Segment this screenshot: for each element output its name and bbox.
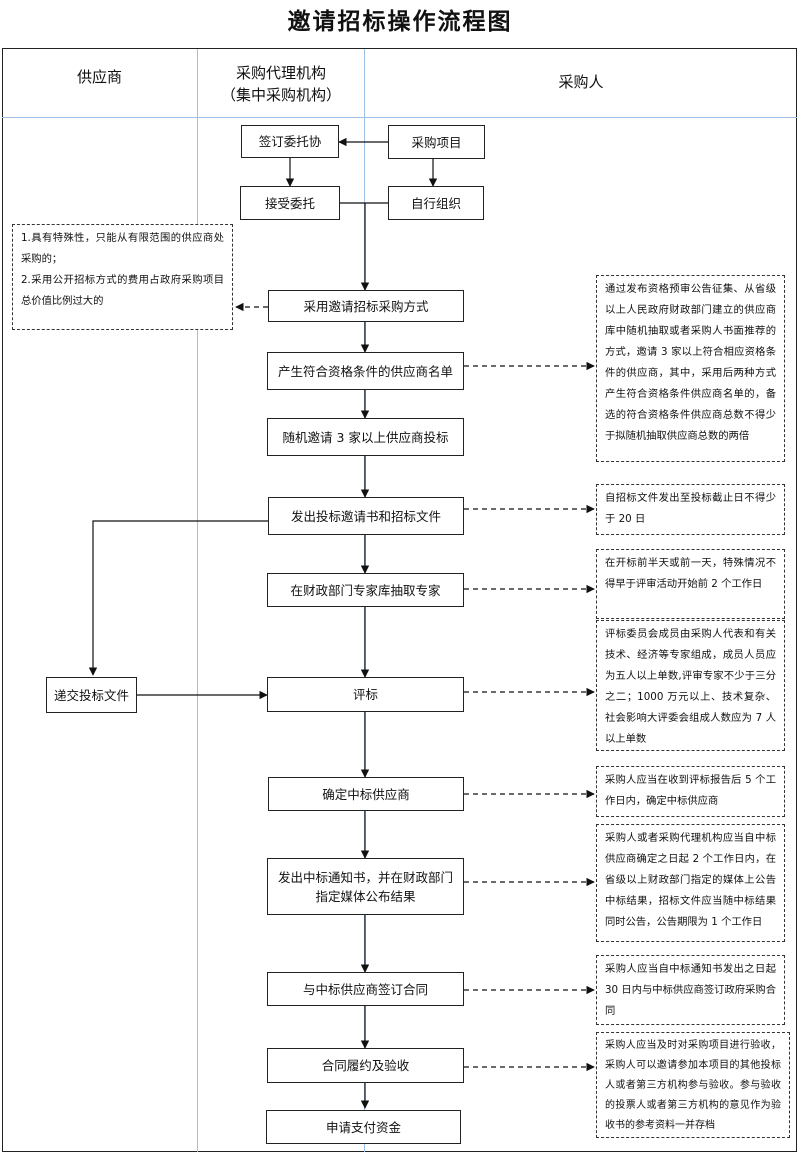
box-determine-winner-label: 确定中标供应商 [322, 786, 410, 802]
note-announce: 采购人或者采购代理机构应当自中标供应商确定之日起 2 个工作日内，在省级以上财政… [596, 824, 785, 942]
box-accept-commission: 接受委托 [240, 186, 340, 220]
box-qualified-list-label: 产生符合资格条件的供应商名单 [277, 363, 453, 379]
box-random-invite-label: 随机邀请 3 家以上供应商投标 [282, 429, 449, 445]
note-expert-timing: 在开标前半天或前一天，特殊情况不得早于评审活动开始前 2 个工作日 [596, 549, 785, 619]
note-qualified-methods: 通过发布资格预审公告征集、从省级以上人民政府财政部门建立的供应商库中随机抽取或者… [596, 275, 785, 462]
box-self-organize-label: 自行组织 [410, 195, 461, 211]
note-special-conditions: 1.具有特殊性，只能从有限范围的供应商处采购的； 2.采用公开招标方式的费用占政… [12, 224, 233, 330]
note-committee: 评标委员会成员由采购人代表和有关技术、经济等专家组成，成员人员应为五人以上单数,… [596, 620, 785, 751]
box-sign-commission-label: 签订委托协 [258, 134, 322, 149]
box-random-invite: 随机邀请 3 家以上供应商投标 [267, 418, 464, 456]
box-notice-line1: 发出中标通知书，并在财政部门 [277, 869, 453, 885]
arrow-issue-to-supplier [88, 520, 268, 676]
box-self-organize: 自行组织 [388, 186, 484, 220]
box-issue-invitation-label: 发出投标邀请书和招标文件 [290, 508, 441, 524]
box-procurement-project: 采购项目 [388, 125, 485, 159]
box-apply-payment-label: 申请支付资金 [325, 1119, 401, 1135]
box-evaluate-label: 评标 [352, 687, 378, 702]
box-extract-experts-label: 在财政部门专家库抽取专家 [290, 582, 441, 598]
note-bid-period: 自招标文件发出至投标截止日不得少于 20 日 [596, 484, 785, 535]
box-procurement-project-label: 采购项目 [411, 134, 462, 150]
box-notice-line2: 指定媒体公布结果 [315, 888, 416, 904]
box-submit-bid-label: 递交投标文件 [53, 687, 129, 703]
lane-divider-1 [197, 49, 198, 1152]
box-submit-bid: 递交投标文件 [46, 677, 137, 713]
box-sign-contract-label: 与中标供应商签订合同 [302, 981, 428, 997]
lane-header-agency-line1: 采购代理机构 [235, 64, 326, 82]
box-sign-contract: 与中标供应商签订合同 [267, 972, 464, 1006]
flowchart-frame [2, 48, 797, 1152]
box-notice: 发出中标通知书，并在财政部门 指定媒体公布结果 [267, 858, 464, 915]
box-determine-winner: 确定中标供应商 [268, 777, 464, 811]
box-issue-invitation: 发出投标邀请书和招标文件 [268, 497, 464, 535]
note-winner-timing: 采购人应当在收到评标报告后 5 个工作日内，确定中标供应商 [596, 766, 785, 817]
lane-header-purchaser: 采购人 [558, 73, 604, 91]
note-contract-timing: 采购人应当自中标通知书发出之日起 30 日内与中标供应商签订政府采购合同 [596, 955, 785, 1025]
note-acceptance: 采购人应当及时对采购项目进行验收，采购人可以邀请参加本项目的其他投标人或者第三方… [596, 1032, 790, 1138]
box-apply-payment: 申请支付资金 [266, 1110, 461, 1144]
page-title: 邀请招标操作流程图 [287, 9, 513, 35]
box-invite-method: 采用邀请招标采购方式 [268, 290, 464, 322]
lane-header-agency: 采购代理机构 （集中采购机构） [198, 62, 364, 106]
box-extract-experts: 在财政部门专家库抽取专家 [267, 573, 464, 607]
header-divider [2, 117, 797, 118]
box-sign-commission: 签订委托协 [241, 125, 339, 158]
box-accept-commission-label: 接受委托 [264, 195, 315, 211]
lane-header-agency-line2: （集中采购机构） [220, 86, 341, 104]
box-qualified-list: 产生符合资格条件的供应商名单 [267, 352, 464, 390]
box-perform-accept: 合同履约及验收 [267, 1048, 464, 1083]
box-perform-accept-label: 合同履约及验收 [321, 1058, 410, 1073]
box-evaluate: 评标 [267, 677, 464, 712]
box-invite-method-label: 采用邀请招标采购方式 [303, 298, 429, 314]
lane-header-supplier: 供应商 [76, 68, 122, 86]
